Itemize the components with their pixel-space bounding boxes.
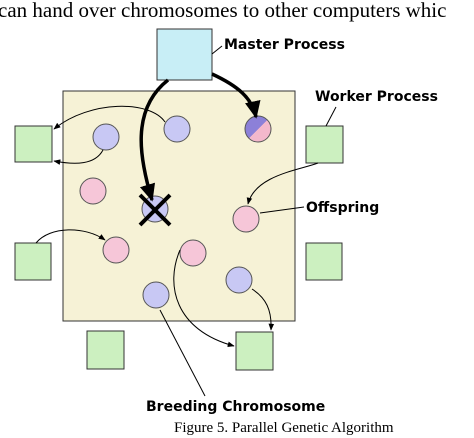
offspring-to-worker-arrow (173, 249, 235, 348)
chromosome-circle (142, 281, 170, 309)
chromosome-circle (163, 115, 191, 143)
figure-caption: Figure 5. Parallel Genetic Algorithm (174, 420, 394, 436)
chromosome-circle (92, 123, 120, 151)
mixed-chromosome-circle (244, 115, 272, 143)
offspring-circle (232, 205, 260, 233)
offspring-label: Offspring (306, 200, 379, 216)
offspring-circle (179, 239, 207, 267)
master-process-label: Master Process (224, 37, 345, 53)
offspring-label-leader (259, 206, 305, 214)
worker-box-right-middle (305, 242, 343, 281)
master-process-box (156, 28, 213, 81)
worker-box-right-top (305, 125, 344, 164)
master-to-mixed-arrow (211, 72, 261, 119)
worker-label-leader (325, 106, 337, 127)
worker-to-offspring-arrow (246, 162, 319, 205)
offspring-circle (79, 177, 107, 205)
worker-box-left-middle (14, 242, 52, 281)
worker-box-left-top (14, 125, 53, 163)
breeding-label-leader (159, 309, 206, 397)
chromosome-to-worker-arrow (251, 288, 275, 331)
worker-to-offspring-arrow (35, 229, 106, 244)
worker-box-bottom-left (86, 330, 125, 370)
worker-process-label: Worker Process (315, 89, 438, 105)
master-label-leader (211, 45, 223, 55)
master-to-chromosome-arrow (139, 78, 170, 202)
chromosome-circle (225, 266, 253, 294)
breeding-chromosome-label: Breeding Chromosome (146, 399, 325, 415)
chromosome-to-worker-arrow (53, 149, 104, 165)
offspring-circle (102, 236, 130, 264)
header-text: can hand over chromosomes to other compu… (0, 0, 446, 22)
chromosome-to-worker-arrow (53, 105, 166, 130)
worker-box-bottom-right (235, 331, 274, 371)
